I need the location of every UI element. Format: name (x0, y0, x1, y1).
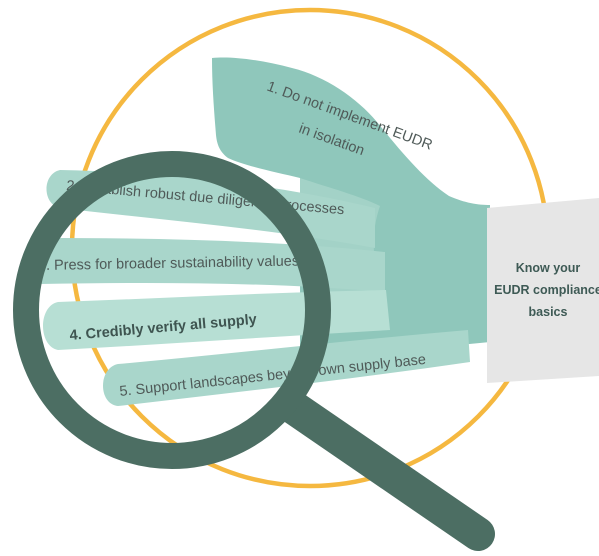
card-line-1: Know your (516, 261, 581, 275)
magnifier-handle (273, 388, 495, 551)
hand-icon (25, 57, 490, 406)
finger-5 (103, 330, 470, 406)
card-line-3: basics (529, 305, 568, 319)
magnifying-glass-icon (13, 151, 495, 551)
card-line-2: EUDR compliance (494, 283, 599, 297)
magnifier-lens (13, 151, 331, 469)
compliance-card: Know your EUDR compliance basics (487, 198, 599, 383)
card-shape (487, 198, 599, 383)
step-3-label: 3. Press for broader sustainability valu… (38, 253, 299, 274)
